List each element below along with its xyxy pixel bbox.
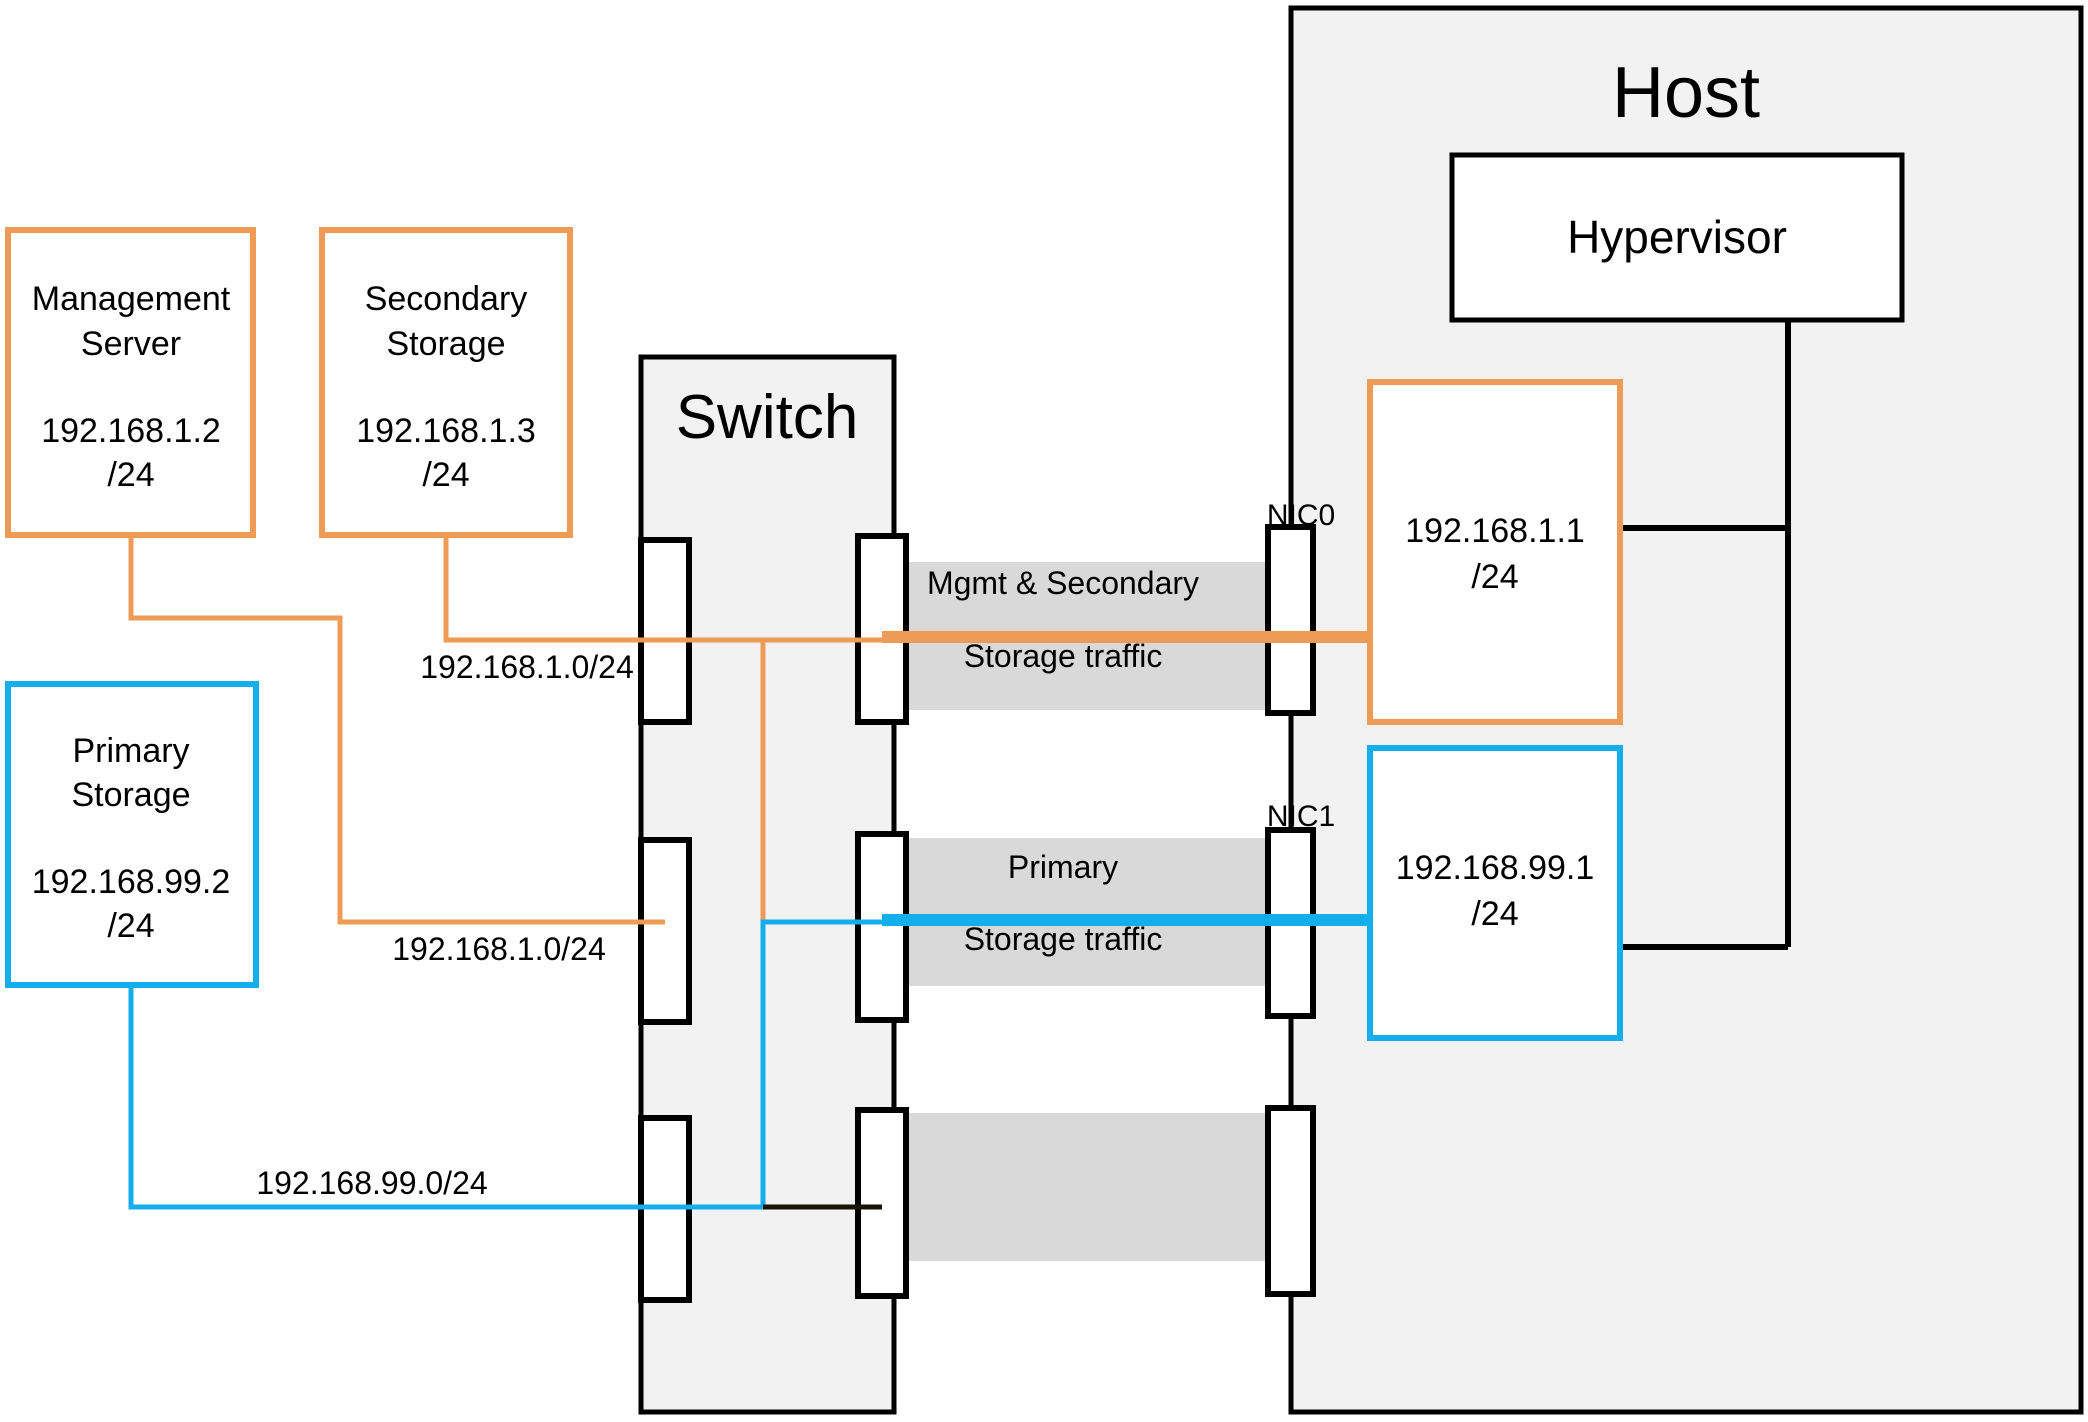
nic1-network-mask: /24	[1471, 895, 1518, 933]
traffic-bands-group	[896, 562, 1296, 1261]
host-nic-ports-group: NIC0 NIC1	[1265, 499, 1335, 1297]
band-unlabeled	[896, 1113, 1296, 1261]
switch-port-right-3[interactable]	[855, 1107, 909, 1299]
link-management-server-to-switch	[128, 535, 665, 925]
label-secondary-subnet: 192.168.1.0/24	[420, 649, 634, 685]
switch-group: Switch	[638, 354, 909, 1415]
management-server-name-line2: Server	[81, 325, 181, 363]
nic0-label: NIC0	[1267, 499, 1335, 532]
switch-port-right-1[interactable]	[855, 533, 909, 725]
band-labels-group: Mgmt & Secondary Storage traffic Primary…	[927, 565, 1199, 957]
subnet-labels-group: 192.168.1.0/24 192.168.1.0/24 192.168.99…	[256, 649, 633, 1201]
primary-storage-name-line2: Storage	[71, 776, 190, 814]
secondary-storage-name-line1: Secondary	[365, 280, 528, 318]
nic0-network-ip: 192.168.1.1	[1405, 512, 1585, 550]
hypervisor-box	[1449, 152, 1905, 323]
primary-storage-mask: /24	[107, 907, 154, 945]
switch-title: Switch	[676, 383, 859, 452]
nic0-network-group: 192.168.1.1 /24	[1367, 379, 1623, 725]
primary-storage-ip: 192.168.99.2	[32, 863, 231, 901]
link-primary-storage-to-switch	[128, 985, 665, 1210]
nic1-network-group: 192.168.99.1 /24	[1367, 745, 1623, 1041]
switch-port-left-1[interactable]	[638, 537, 692, 725]
band-primary-line2: Storage traffic	[964, 921, 1163, 957]
secondary-storage-name-line2: Storage	[386, 325, 505, 363]
band-mgmt-secondary-line2: Storage traffic	[964, 638, 1163, 674]
nic1-network-box[interactable]	[1367, 745, 1623, 1041]
nic0-port[interactable]	[1265, 524, 1316, 716]
management-server-box[interactable]	[5, 227, 256, 538]
switch-internal-blue	[665, 919, 882, 1210]
band-primary-line1: Primary	[1008, 849, 1118, 885]
nic0-network-mask: /24	[1471, 558, 1518, 596]
management-server-name-line1: Management	[32, 280, 231, 318]
switch-port-left-2[interactable]	[638, 837, 692, 1025]
host-internal-wiring	[1620, 320, 1791, 950]
nic0-network-box[interactable]	[1367, 379, 1623, 725]
label-mgmt-subnet: 192.168.1.0/24	[392, 931, 606, 967]
link-secondary-storage-to-switch	[443, 535, 665, 643]
host-title: Host	[1612, 53, 1760, 133]
switch-port-right-2[interactable]	[855, 831, 909, 1023]
primary-storage-group: Primary Storage 192.168.99.2 /24	[5, 681, 259, 988]
nic1-network-ip: 192.168.99.1	[1396, 849, 1595, 887]
secondary-storage-mask: /24	[422, 456, 469, 494]
nic1-label: NIC1	[1267, 800, 1335, 833]
management-server-group: Management Server 192.168.1.2 /24	[5, 227, 256, 538]
secondary-storage-box[interactable]	[319, 227, 573, 538]
management-server-ip: 192.168.1.2	[41, 412, 221, 450]
secondary-storage-group: Secondary Storage 192.168.1.3 /24	[319, 227, 573, 538]
orange-links-group	[128, 535, 1370, 925]
management-server-mask: /24	[107, 456, 154, 494]
label-primary-subnet: 192.168.99.0/24	[256, 1165, 487, 1201]
band-mgmt-secondary-line1: Mgmt & Secondary	[927, 565, 1199, 601]
secondary-storage-ip: 192.168.1.3	[356, 412, 536, 450]
blue-links-group	[128, 914, 1370, 1210]
primary-storage-name-line1: Primary	[72, 732, 189, 770]
hypervisor-label: Hypervisor	[1567, 211, 1787, 263]
band-primary	[896, 838, 1296, 986]
primary-storage-box[interactable]	[5, 681, 259, 988]
nic2-port[interactable]	[1265, 1105, 1316, 1297]
